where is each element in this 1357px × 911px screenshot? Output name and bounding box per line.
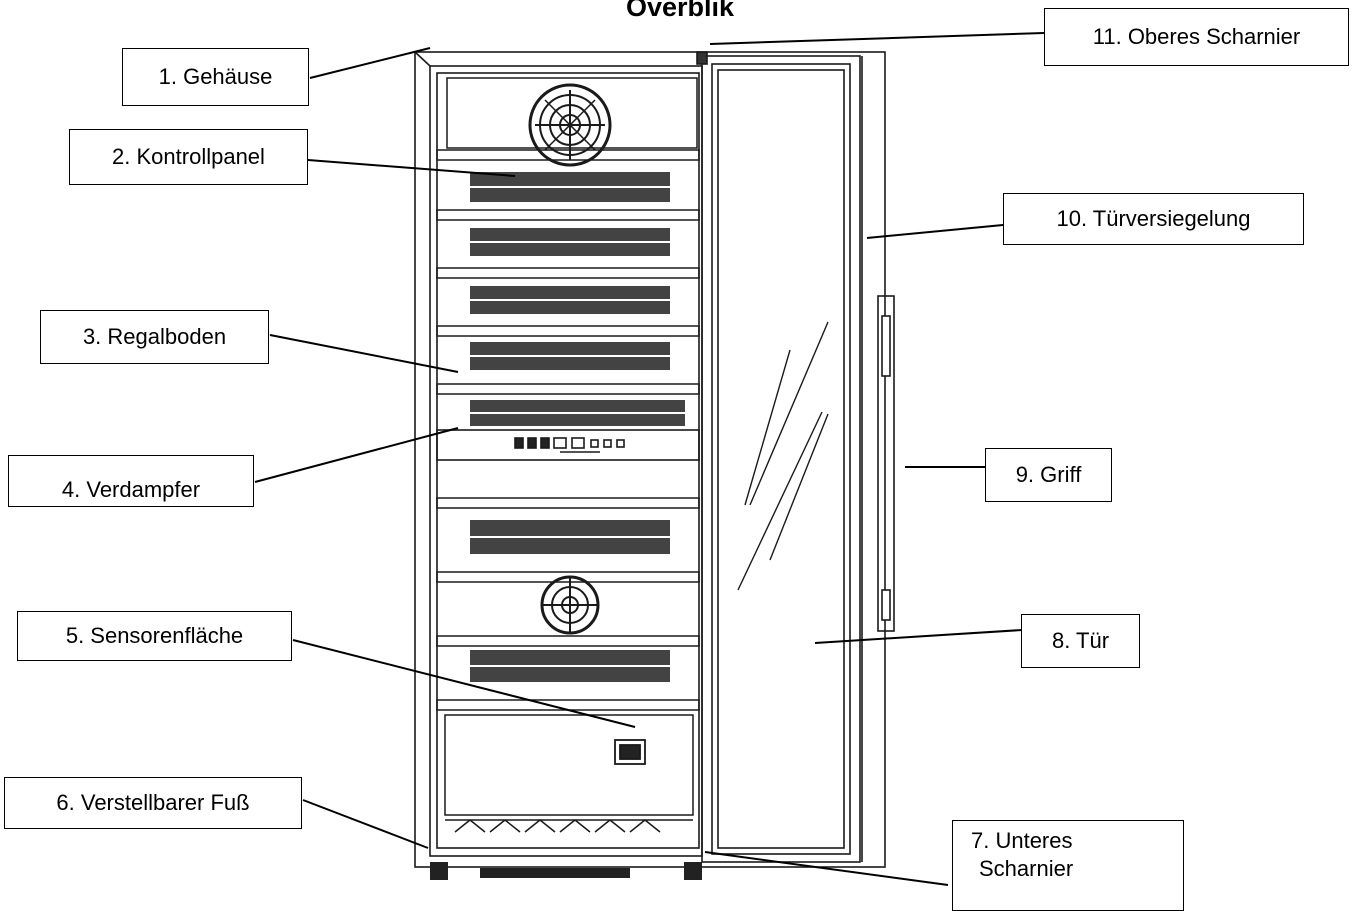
leader-1	[309, 47, 431, 79]
diagram-title: Overblik	[625, 0, 735, 22]
label-verdampfer: 4. Verdampfer	[8, 455, 254, 507]
label-griff: 9. Griff	[985, 448, 1112, 502]
leader-4	[254, 427, 459, 483]
label-tuer: 8. Tür	[1021, 614, 1140, 668]
label-regalboden: 3. Regalboden	[40, 310, 269, 364]
leader-8	[814, 629, 1023, 644]
handle-outline	[877, 295, 895, 632]
shelves	[436, 149, 700, 711]
leader-5	[292, 639, 636, 728]
label-kontrollpanel: 2. Kontrollpanel	[69, 129, 308, 185]
label-sensorenflaeche: 5. Sensorenfläche	[17, 611, 292, 661]
label-unteres-scharnier-line2: Scharnier	[979, 856, 1074, 881]
leader-3	[269, 334, 459, 373]
cabinet-outline	[414, 51, 886, 868]
leader-2	[307, 159, 516, 177]
label-gehaeuse: 1. Gehäuse	[122, 48, 309, 106]
label-tuerversiegelung: 10. Türversiegelung	[1003, 193, 1304, 245]
leader-10	[866, 224, 1004, 239]
label-verstellbarer-fuss: 6. Verstellbarer Fuß	[4, 777, 302, 829]
label-unteres-scharnier-line1: 7. Unteres	[971, 828, 1073, 853]
leader-7	[704, 851, 949, 886]
label-unteres-scharnier: 7. Unteres Scharnier	[952, 820, 1184, 911]
label-oberes-scharnier: 11. Oberes Scharnier	[1044, 8, 1349, 66]
leader-6	[302, 799, 429, 849]
leader-11	[709, 32, 1045, 45]
